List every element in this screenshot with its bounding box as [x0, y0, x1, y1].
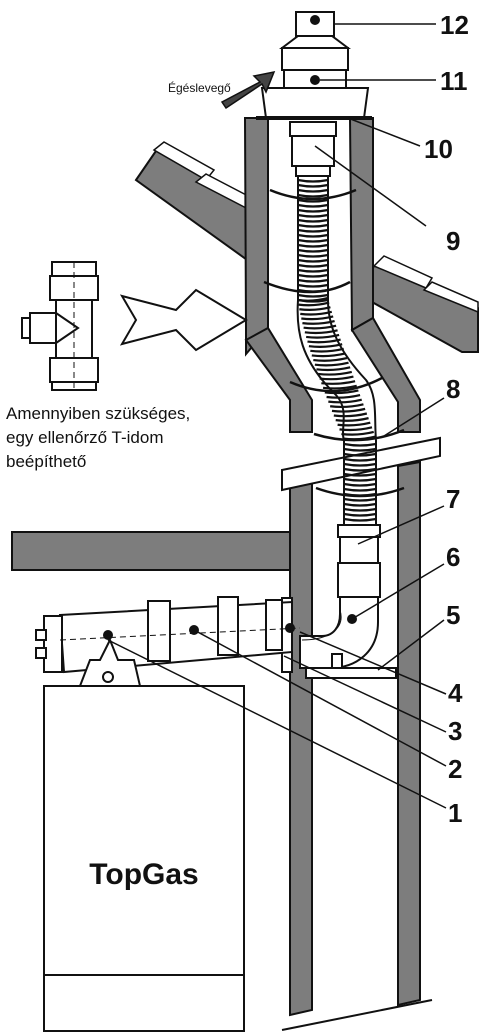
note-line-2: egy ellenőrző T-idom	[6, 428, 164, 447]
terminal-cap	[256, 11, 372, 120]
boiler	[43, 637, 245, 1032]
chimney-walls	[243, 117, 421, 1017]
callout-9: 9	[446, 226, 460, 256]
combustion-air-label: Égéslevegő	[168, 80, 231, 95]
callout-1: 1	[448, 798, 462, 828]
callout-10: 10	[424, 134, 453, 164]
callout-3: 3	[448, 716, 462, 746]
inspection-t-piece	[21, 261, 99, 391]
callout-numbers: 12 11 10 9 8 7 6 5 4 3 2 1	[424, 10, 469, 828]
flexible-flue-pipe	[289, 121, 381, 598]
callout-7: 7	[446, 484, 460, 514]
callout-11: 11	[440, 66, 468, 96]
spacer-clips	[263, 188, 405, 498]
roof-right	[371, 255, 479, 353]
pipe-corrugations	[297, 178, 377, 522]
boiler-brand: TopGas	[89, 858, 198, 891]
insert-arrow	[119, 288, 248, 352]
callout-2: 2	[448, 754, 462, 784]
air-arrow	[220, 70, 276, 110]
break-lines	[281, 436, 441, 492]
callout-5: 5	[446, 600, 460, 630]
roof-left	[134, 141, 253, 264]
callout-6: 6	[446, 542, 460, 572]
callout-4: 4	[448, 678, 463, 708]
note-line-3: beépíthető	[6, 452, 86, 471]
horizontal-flue-pipe	[35, 596, 301, 674]
ceiling-slab	[11, 531, 291, 571]
callout-8: 8	[446, 374, 460, 404]
note-line-1: Amennyiben szükséges,	[6, 404, 190, 423]
leader-lines	[107, 23, 447, 809]
callout-12: 12	[440, 10, 469, 40]
